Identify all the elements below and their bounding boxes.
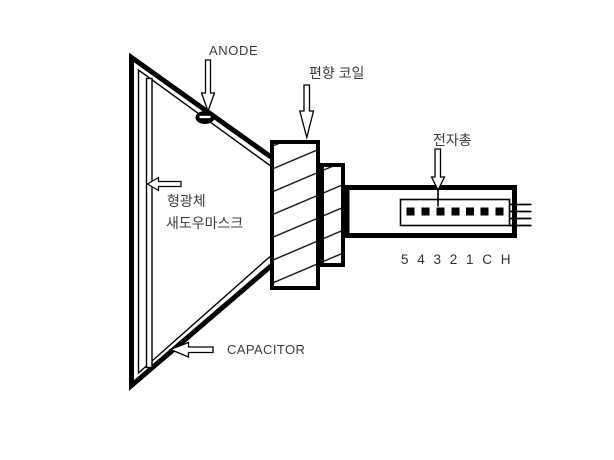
deflection-coil-small-block bbox=[320, 163, 345, 267]
phosphor-label: 형광체 bbox=[167, 193, 206, 209]
electron-gun-electrodes bbox=[406, 207, 504, 216]
deflection-coil-label: 편향 코일 bbox=[309, 65, 365, 81]
electron-gun-down-arrow-icon bbox=[430, 148, 446, 192]
anode-dot bbox=[195, 111, 215, 124]
electron-gun-label: 전자총 bbox=[433, 132, 472, 148]
anode-label: ANODE bbox=[209, 43, 259, 58]
deflection-coil-large-block bbox=[270, 140, 320, 290]
anode-down-arrow-icon bbox=[200, 59, 216, 113]
shadow-mask-layer bbox=[145, 77, 153, 369]
crt-funnel-outline bbox=[129, 52, 273, 391]
capacitor-left-arrow-icon bbox=[168, 341, 214, 358]
shadow-mask-label: 새도우마스크 bbox=[166, 215, 244, 231]
capacitor-label: CAPACITOR bbox=[227, 342, 306, 357]
gun-pin-labels: 5 4 3 2 1 C H bbox=[401, 252, 511, 267]
deflection-coil-down-arrow-icon bbox=[298, 84, 315, 141]
phosphor-left-arrow-icon bbox=[146, 176, 182, 192]
gun-pin-leads bbox=[509, 203, 532, 227]
